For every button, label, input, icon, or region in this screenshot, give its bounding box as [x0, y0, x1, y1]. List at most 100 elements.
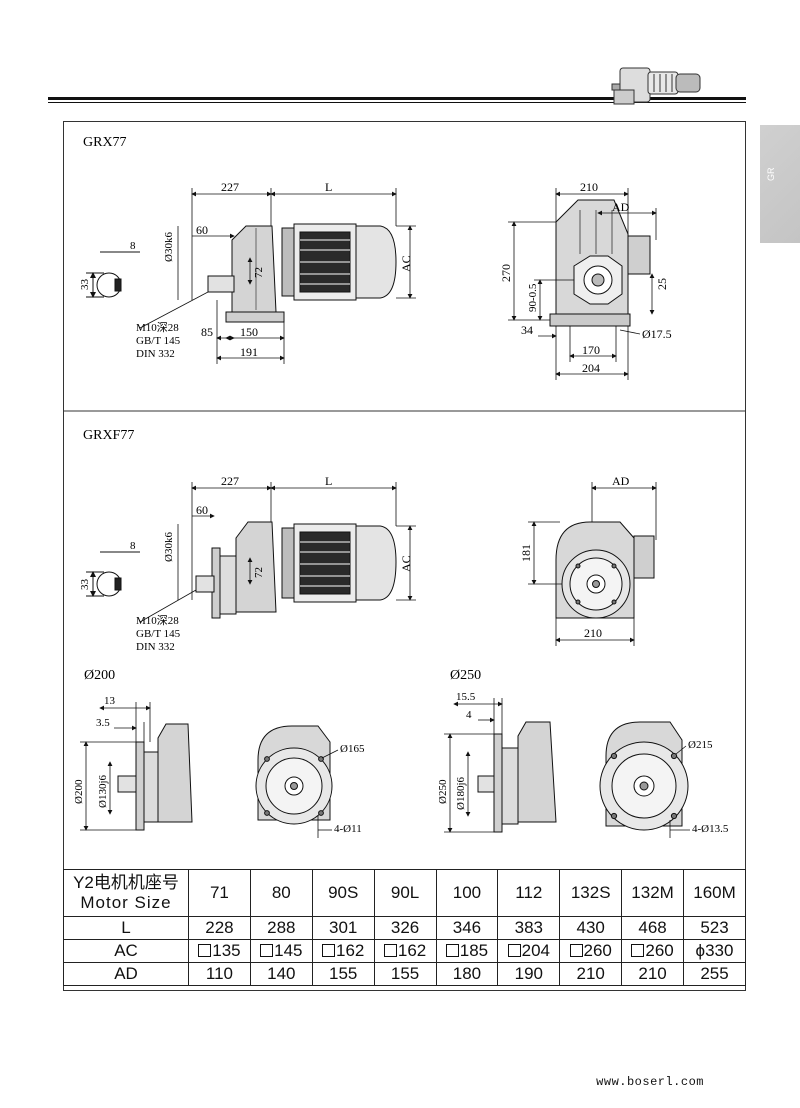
flange250-holes: 4-Ø13.5: [692, 823, 729, 835]
grxf77-note-gbt: GB/T 145: [136, 628, 181, 640]
flange200-title: Ø200: [84, 668, 115, 683]
size-cell: 90L: [373, 869, 437, 917]
flange250-dim-180: Ø180j6: [455, 777, 467, 811]
grx77-front-dim-210: 210: [580, 180, 598, 194]
grx77-front-dims: [508, 188, 657, 380]
grx77-side-dims: [139, 188, 416, 364]
grx77-dim-191: 191: [240, 345, 258, 359]
flange200-dim-130: Ø130j6: [97, 775, 109, 809]
value-cell: ϕ330: [683, 939, 746, 963]
square-icon: [569, 944, 583, 957]
grx77-note-m10: M10深28: [136, 321, 179, 334]
value-cell: 210: [621, 962, 684, 986]
value-cell: 190: [497, 962, 561, 986]
row-label: L: [63, 916, 189, 940]
size-cell: 112: [497, 869, 561, 917]
size-cell: 132S: [559, 869, 623, 917]
header-en: Motor Size: [80, 893, 172, 912]
grx77-note-gbt: GB/T 145: [136, 335, 181, 347]
grx77-dim-AC: AC: [399, 255, 413, 272]
grxf77-side-dims: [139, 482, 416, 623]
square-icon: [507, 944, 521, 957]
technical-drawing: GRX77 8 33 227: [63, 135, 746, 838]
value-cell: 260: [559, 939, 623, 963]
drawing-frame: [63, 121, 746, 991]
footer-url[interactable]: www.boserl.com: [596, 1075, 704, 1089]
grxf77-dim-8: 8: [130, 540, 136, 552]
grx77-gearbox-side: [207, 223, 397, 323]
value-cell: 260: [621, 939, 684, 963]
grxf77-shaft-section: [86, 551, 140, 597]
flange250-side-dims: [444, 698, 503, 833]
flange250-dim-250: Ø250: [437, 779, 449, 804]
header-cn: Y2电机机座号: [73, 873, 179, 892]
grx77-front-dim-25: 25: [655, 278, 669, 290]
grx77-front-dim-34: 34: [521, 323, 533, 337]
grxf77-front-dims: [528, 482, 657, 646]
value-cell: 346: [435, 916, 499, 940]
grx77-note-din: DIN 332: [136, 348, 175, 360]
table-header-cell: Y2电机机座号 Motor Size: [63, 869, 189, 917]
chapter-side-tab[interactable]: GR: [760, 125, 800, 243]
grxf77-dim-L: L: [325, 474, 332, 488]
grxf77-gearbox-front: [555, 521, 655, 619]
grxf77-dim-33: 33: [79, 579, 91, 591]
value-cell: 140: [249, 962, 313, 986]
row-label: AD: [63, 962, 189, 986]
square-icon: [260, 944, 274, 957]
value-cell: 204: [497, 939, 561, 963]
value-cell: 228: [188, 916, 251, 940]
flange250-dim-215: Ø215: [688, 739, 713, 751]
flange200-dim-35: 3.5: [96, 717, 110, 729]
grx77-gearbox-front: [549, 199, 651, 327]
grx77-front-dim-270: 270: [499, 264, 513, 282]
flange200-front: [255, 725, 333, 825]
header-rule-thick: [48, 97, 746, 100]
value-cell: 135: [188, 939, 251, 963]
motor-size-table: Y2电机机座号 Motor Size 71 80 90S 90L 100 112…: [63, 869, 746, 986]
grx77-title: GRX77: [83, 135, 127, 150]
table-row-AD: AD 110 140 155 155 180 190 210 210 255: [63, 962, 746, 986]
grxf77-dim-shaft: Ø30k6: [163, 532, 175, 562]
size-cell: 100: [435, 869, 499, 917]
value-cell: 155: [373, 962, 437, 986]
grxf77-front-dim-181: 181: [519, 544, 533, 562]
value-cell: 110: [188, 962, 251, 986]
grx77-dim-33: 33: [79, 279, 91, 291]
grx77-front-dim-AD: AD: [612, 200, 630, 214]
size-cell: 80: [249, 869, 313, 917]
flange200-side-dims: [80, 702, 151, 831]
value-cell: 383: [497, 916, 561, 940]
value-cell: 430: [559, 916, 623, 940]
square-icon: [383, 944, 397, 957]
flange250-front: [599, 721, 689, 831]
grxf77-dim-60: 60: [196, 503, 208, 517]
grx77-dim-72: 72: [253, 267, 265, 278]
grx77-shaft-section: [86, 251, 140, 298]
flange200-dim-165: Ø165: [340, 743, 365, 755]
flange200-side: [117, 723, 193, 831]
grxf77-dim-227: 227: [221, 474, 239, 488]
square-icon: [631, 944, 645, 957]
grxf77-front-dim-AD: AD: [612, 474, 630, 488]
header-rule-thin: [48, 102, 746, 103]
table-row-L: L 228 288 301 326 346 383 430 468 523: [63, 916, 746, 940]
phi-icon: ϕ: [695, 941, 706, 960]
grx77-dim-60: 60: [196, 223, 208, 237]
grxf77-dim-AC: AC: [399, 555, 413, 572]
flange250-dim-155: 15.5: [456, 691, 476, 703]
flange200-dim-13: 13: [104, 695, 116, 707]
value-cell: 210: [559, 962, 623, 986]
value-cell: 255: [683, 962, 746, 986]
value-cell: 185: [435, 939, 499, 963]
flange250-dim-4: 4: [466, 709, 472, 721]
grxf77-front-dim-210: 210: [584, 626, 602, 640]
square-icon: [322, 944, 335, 957]
size-cell: 71: [188, 869, 251, 917]
grxf77-dim-72: 72: [253, 567, 265, 578]
value-cell: 155: [311, 962, 375, 986]
table-row-AC: AC 135 145 162 162 185 204 260 260 ϕ330: [63, 939, 746, 963]
flange200-dim-200: Ø200: [73, 779, 85, 804]
value-cell: 180: [435, 962, 499, 986]
value-cell: 288: [249, 916, 313, 940]
